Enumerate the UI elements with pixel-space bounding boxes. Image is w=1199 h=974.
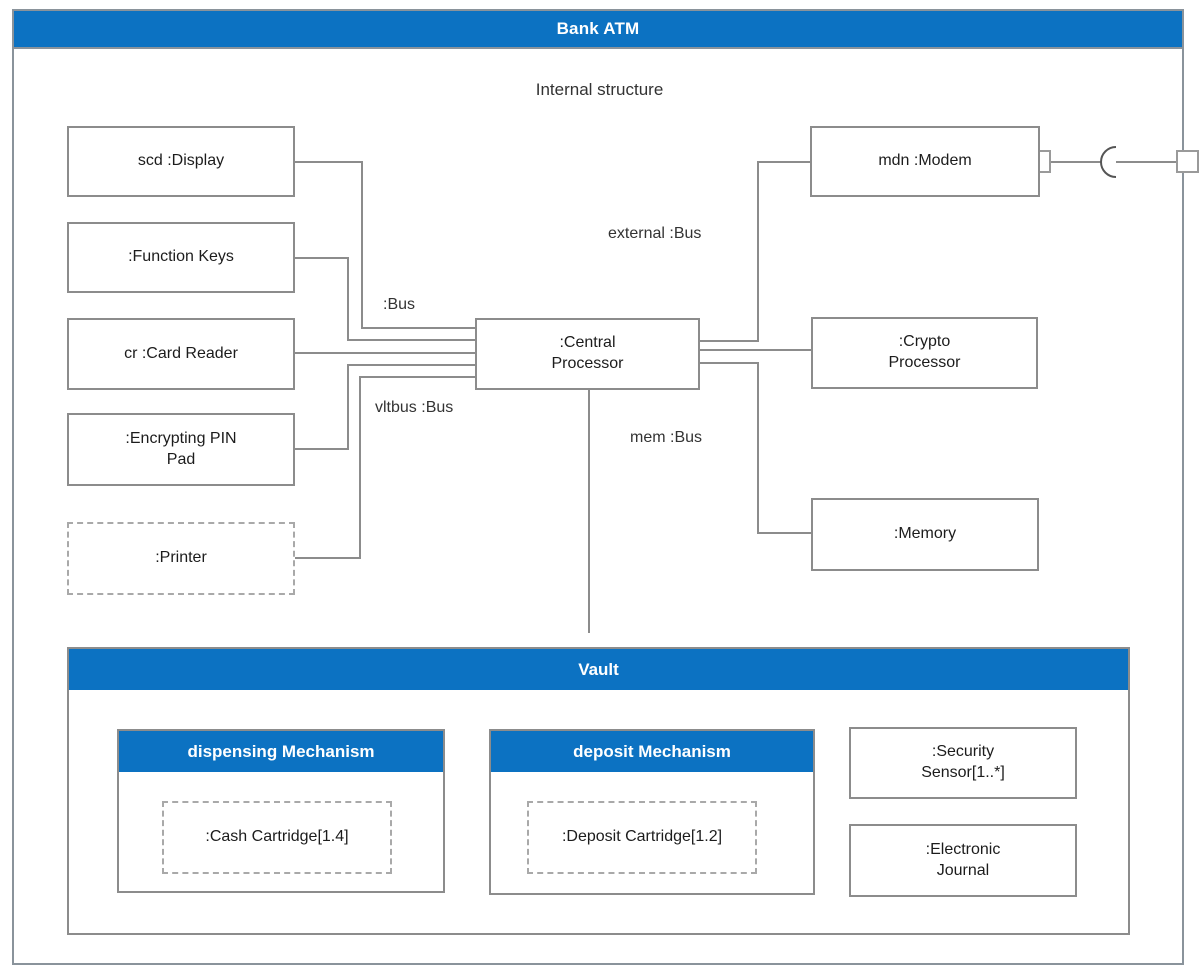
node-deposit-cartridge-label: :Deposit Cartridge[1.2]: [561, 828, 723, 846]
node-modem[interactable]: mdn :Modem: [810, 126, 1040, 197]
node-display-label: scd :Display: [137, 152, 225, 170]
node-security-sensor[interactable]: :Security Sensor[1..*]: [849, 727, 1077, 799]
node-electronic-journal[interactable]: :Electronic Journal: [849, 824, 1077, 897]
node-central-processor-label: :Central Processor: [551, 334, 624, 372]
node-central-processor[interactable]: :Central Processor: [475, 318, 700, 390]
deposit-mechanism[interactable]: deposit Mechanism :Deposit Cartridge[1.2…: [489, 729, 815, 895]
node-function-keys-label: :Function Keys: [128, 248, 234, 266]
vault-header: Vault: [69, 649, 1128, 690]
node-cash-cartridge[interactable]: :Cash Cartridge[1.4]: [162, 801, 392, 874]
node-modem-label: mdn :Modem: [878, 152, 972, 170]
deposit-mechanism-title: deposit Mechanism: [573, 741, 731, 761]
diagram-title: Bank ATM: [556, 19, 640, 38]
node-cash-cartridge-label: :Cash Cartridge[1.4]: [205, 828, 349, 846]
node-printer[interactable]: :Printer: [67, 522, 295, 595]
node-security-sensor-label: :Security Sensor[1..*]: [921, 743, 1005, 781]
mem-bus-label: mem :Bus: [630, 429, 703, 446]
dispensing-mechanism-title: dispensing Mechanism: [187, 741, 375, 761]
node-display[interactable]: scd :Display: [67, 126, 295, 197]
internal-structure-label: Internal structure: [535, 80, 664, 99]
node-deposit-cartridge[interactable]: :Deposit Cartridge[1.2]: [527, 801, 757, 874]
vault-title: Vault: [578, 659, 619, 679]
bus-label: :Bus: [383, 296, 416, 313]
vault-container[interactable]: Vault dispensing Mechanism :Cash Cartrid…: [67, 647, 1130, 935]
deposit-mechanism-header: deposit Mechanism: [491, 731, 813, 772]
dispensing-mechanism[interactable]: dispensing Mechanism :Cash Cartridge[1.4…: [117, 729, 445, 893]
node-function-keys[interactable]: :Function Keys: [67, 222, 295, 293]
node-crypto-processor[interactable]: :Crypto Processor: [811, 317, 1038, 389]
node-electronic-journal-label: :Electronic Journal: [925, 840, 1001, 879]
node-memory-label: :Memory: [893, 525, 957, 543]
vltbus-label: vltbus :Bus: [375, 399, 454, 416]
node-crypto-processor-label: :Crypto Processor: [888, 333, 961, 371]
node-memory[interactable]: :Memory: [811, 498, 1039, 571]
node-card-reader-label: cr :Card Reader: [124, 344, 238, 362]
node-card-reader[interactable]: cr :Card Reader: [67, 318, 295, 390]
external-bus-label: external :Bus: [608, 225, 702, 242]
dispensing-mechanism-header: dispensing Mechanism: [119, 731, 443, 772]
node-encrypting-pin-pad-label: :Encrypting PIN Pad: [125, 429, 237, 468]
node-encrypting-pin-pad[interactable]: :Encrypting PIN Pad: [67, 413, 295, 486]
diagram-title-bar: Bank ATM: [12, 9, 1184, 49]
node-printer-label: :Printer: [155, 549, 207, 567]
